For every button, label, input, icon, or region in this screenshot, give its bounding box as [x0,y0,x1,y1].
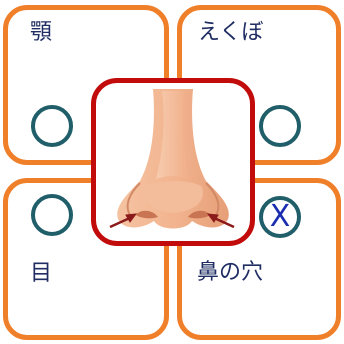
cross-mark-icon: X [259,196,301,238]
left-alar-crease [126,182,141,216]
option-label-nostril: 鼻の穴 [197,260,264,285]
nose-tip-shade [143,181,203,213]
nose-illustration [109,89,235,229]
arrow-left-icon [109,213,138,229]
question-image-frame [91,78,255,246]
right-alar-crease [205,182,220,216]
option-label-dimple: えくぼ [198,20,264,45]
option-label-jaw: 顎 [30,20,53,45]
nose-bridge-highlight [156,91,190,179]
cross-mark-symbol: X [269,199,291,234]
arrow-right-icon [206,213,235,229]
circle-mark-icon [31,194,73,236]
circle-mark-icon [31,105,73,147]
option-label-eye: 目 [30,261,53,286]
right-nostril-icon [188,210,210,219]
circle-mark-icon [259,105,301,147]
left-nostril-icon [136,210,158,219]
